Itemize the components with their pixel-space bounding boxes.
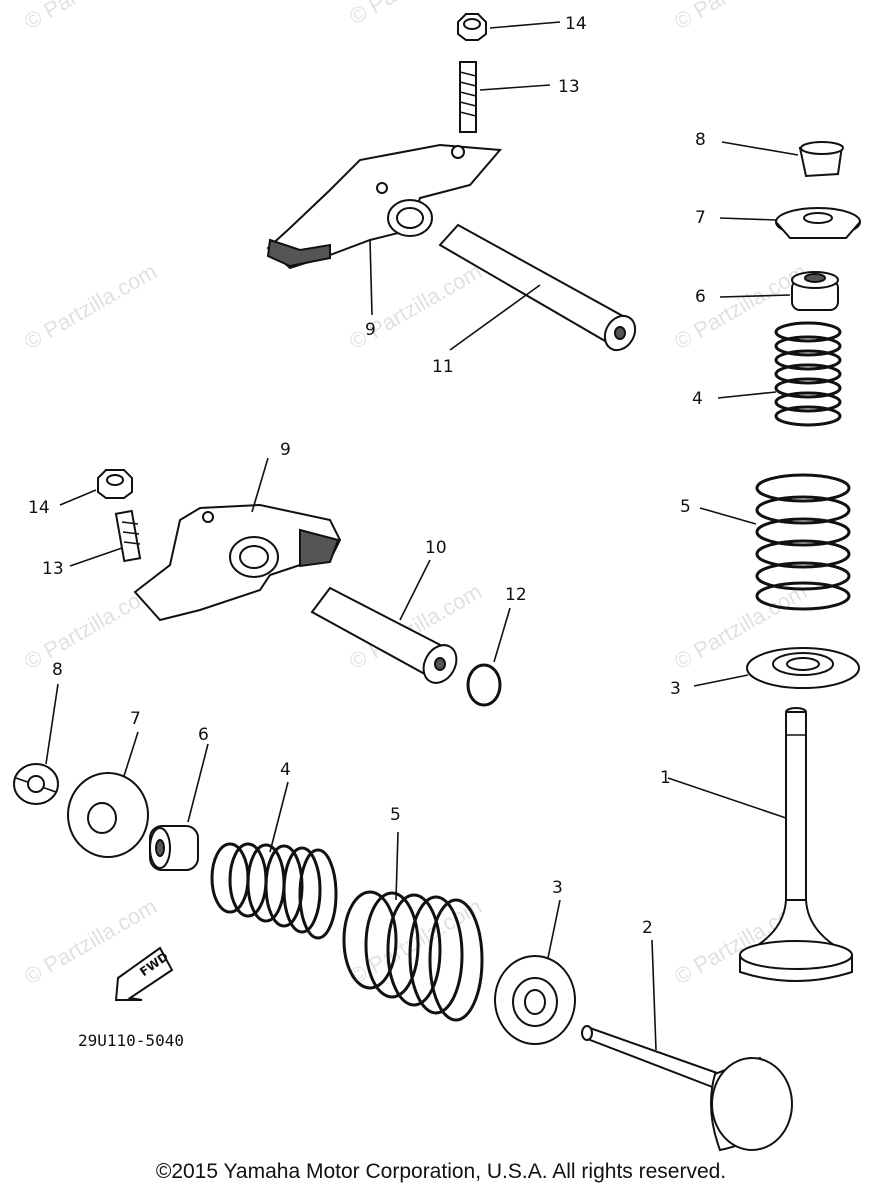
right-outer-spring-part — [755, 473, 851, 611]
watermark: © Partzilla.com — [20, 259, 161, 355]
watermark: © Partzilla.com — [20, 0, 161, 34]
callout-9: 9 — [280, 440, 291, 460]
bottom-retainer-part — [67, 772, 149, 858]
callout-7: 7 — [695, 208, 706, 228]
watermark: © Partzilla.com — [670, 0, 811, 34]
bottom-cotter-part — [13, 763, 59, 805]
callout-5: 5 — [390, 805, 401, 825]
top-adjusting-screw-part — [459, 61, 477, 133]
right-spring-seat-part — [746, 647, 860, 689]
callout-8: 8 — [52, 660, 63, 680]
top-right-inner-spring-part — [774, 321, 842, 427]
callout-5: 5 — [680, 497, 691, 517]
callout-13: 13 — [558, 77, 580, 97]
callout-11: 11 — [432, 357, 454, 377]
callout-13: 13 — [42, 559, 64, 579]
mid-nut-part — [97, 469, 133, 499]
callout-14: 14 — [565, 14, 587, 34]
top-nut-part — [457, 13, 487, 41]
callout-8: 8 — [695, 130, 706, 150]
mid-o-ring-part — [466, 663, 502, 707]
bottom-inner-spring-part — [210, 842, 338, 940]
mid-adjusting-screw-part — [114, 509, 142, 563]
callout-9: 9 — [365, 320, 376, 340]
callout-4: 4 — [280, 760, 291, 780]
callout-6: 6 — [198, 725, 209, 745]
callout-1: 1 — [660, 768, 671, 788]
bottom-spring-seat-part — [494, 955, 576, 1045]
callout-7: 7 — [130, 709, 141, 729]
top-right-cotter-part — [798, 141, 844, 178]
callout-3: 3 — [552, 878, 563, 898]
callout-12: 12 — [505, 585, 527, 605]
right-valve-part — [739, 707, 853, 982]
callout-2: 2 — [642, 918, 653, 938]
callout-3: 3 — [670, 679, 681, 699]
callout-4: 4 — [692, 389, 703, 409]
bottom-stem-seal-part — [149, 825, 199, 871]
callout-14: 14 — [28, 498, 50, 518]
top-rocker-arm-part — [266, 143, 503, 270]
callout-6: 6 — [695, 287, 706, 307]
fwd-arrow-icon: FWD — [114, 946, 174, 1001]
bottom-valve-part — [581, 1025, 793, 1152]
mid-rocker-arm-part — [133, 503, 342, 622]
top-rocker-shaft-part — [438, 223, 637, 352]
top-right-stem-seal-part — [791, 271, 839, 311]
bottom-outer-spring-part — [342, 890, 484, 1022]
diagram-code: 29U110-5040 — [78, 1031, 184, 1050]
copyright-text: ©2015 Yamaha Motor Corporation, U.S.A. A… — [155, 1160, 727, 1183]
callout-10: 10 — [425, 538, 447, 558]
top-right-retainer-part — [775, 207, 861, 239]
mid-rocker-shaft-part — [310, 586, 458, 684]
